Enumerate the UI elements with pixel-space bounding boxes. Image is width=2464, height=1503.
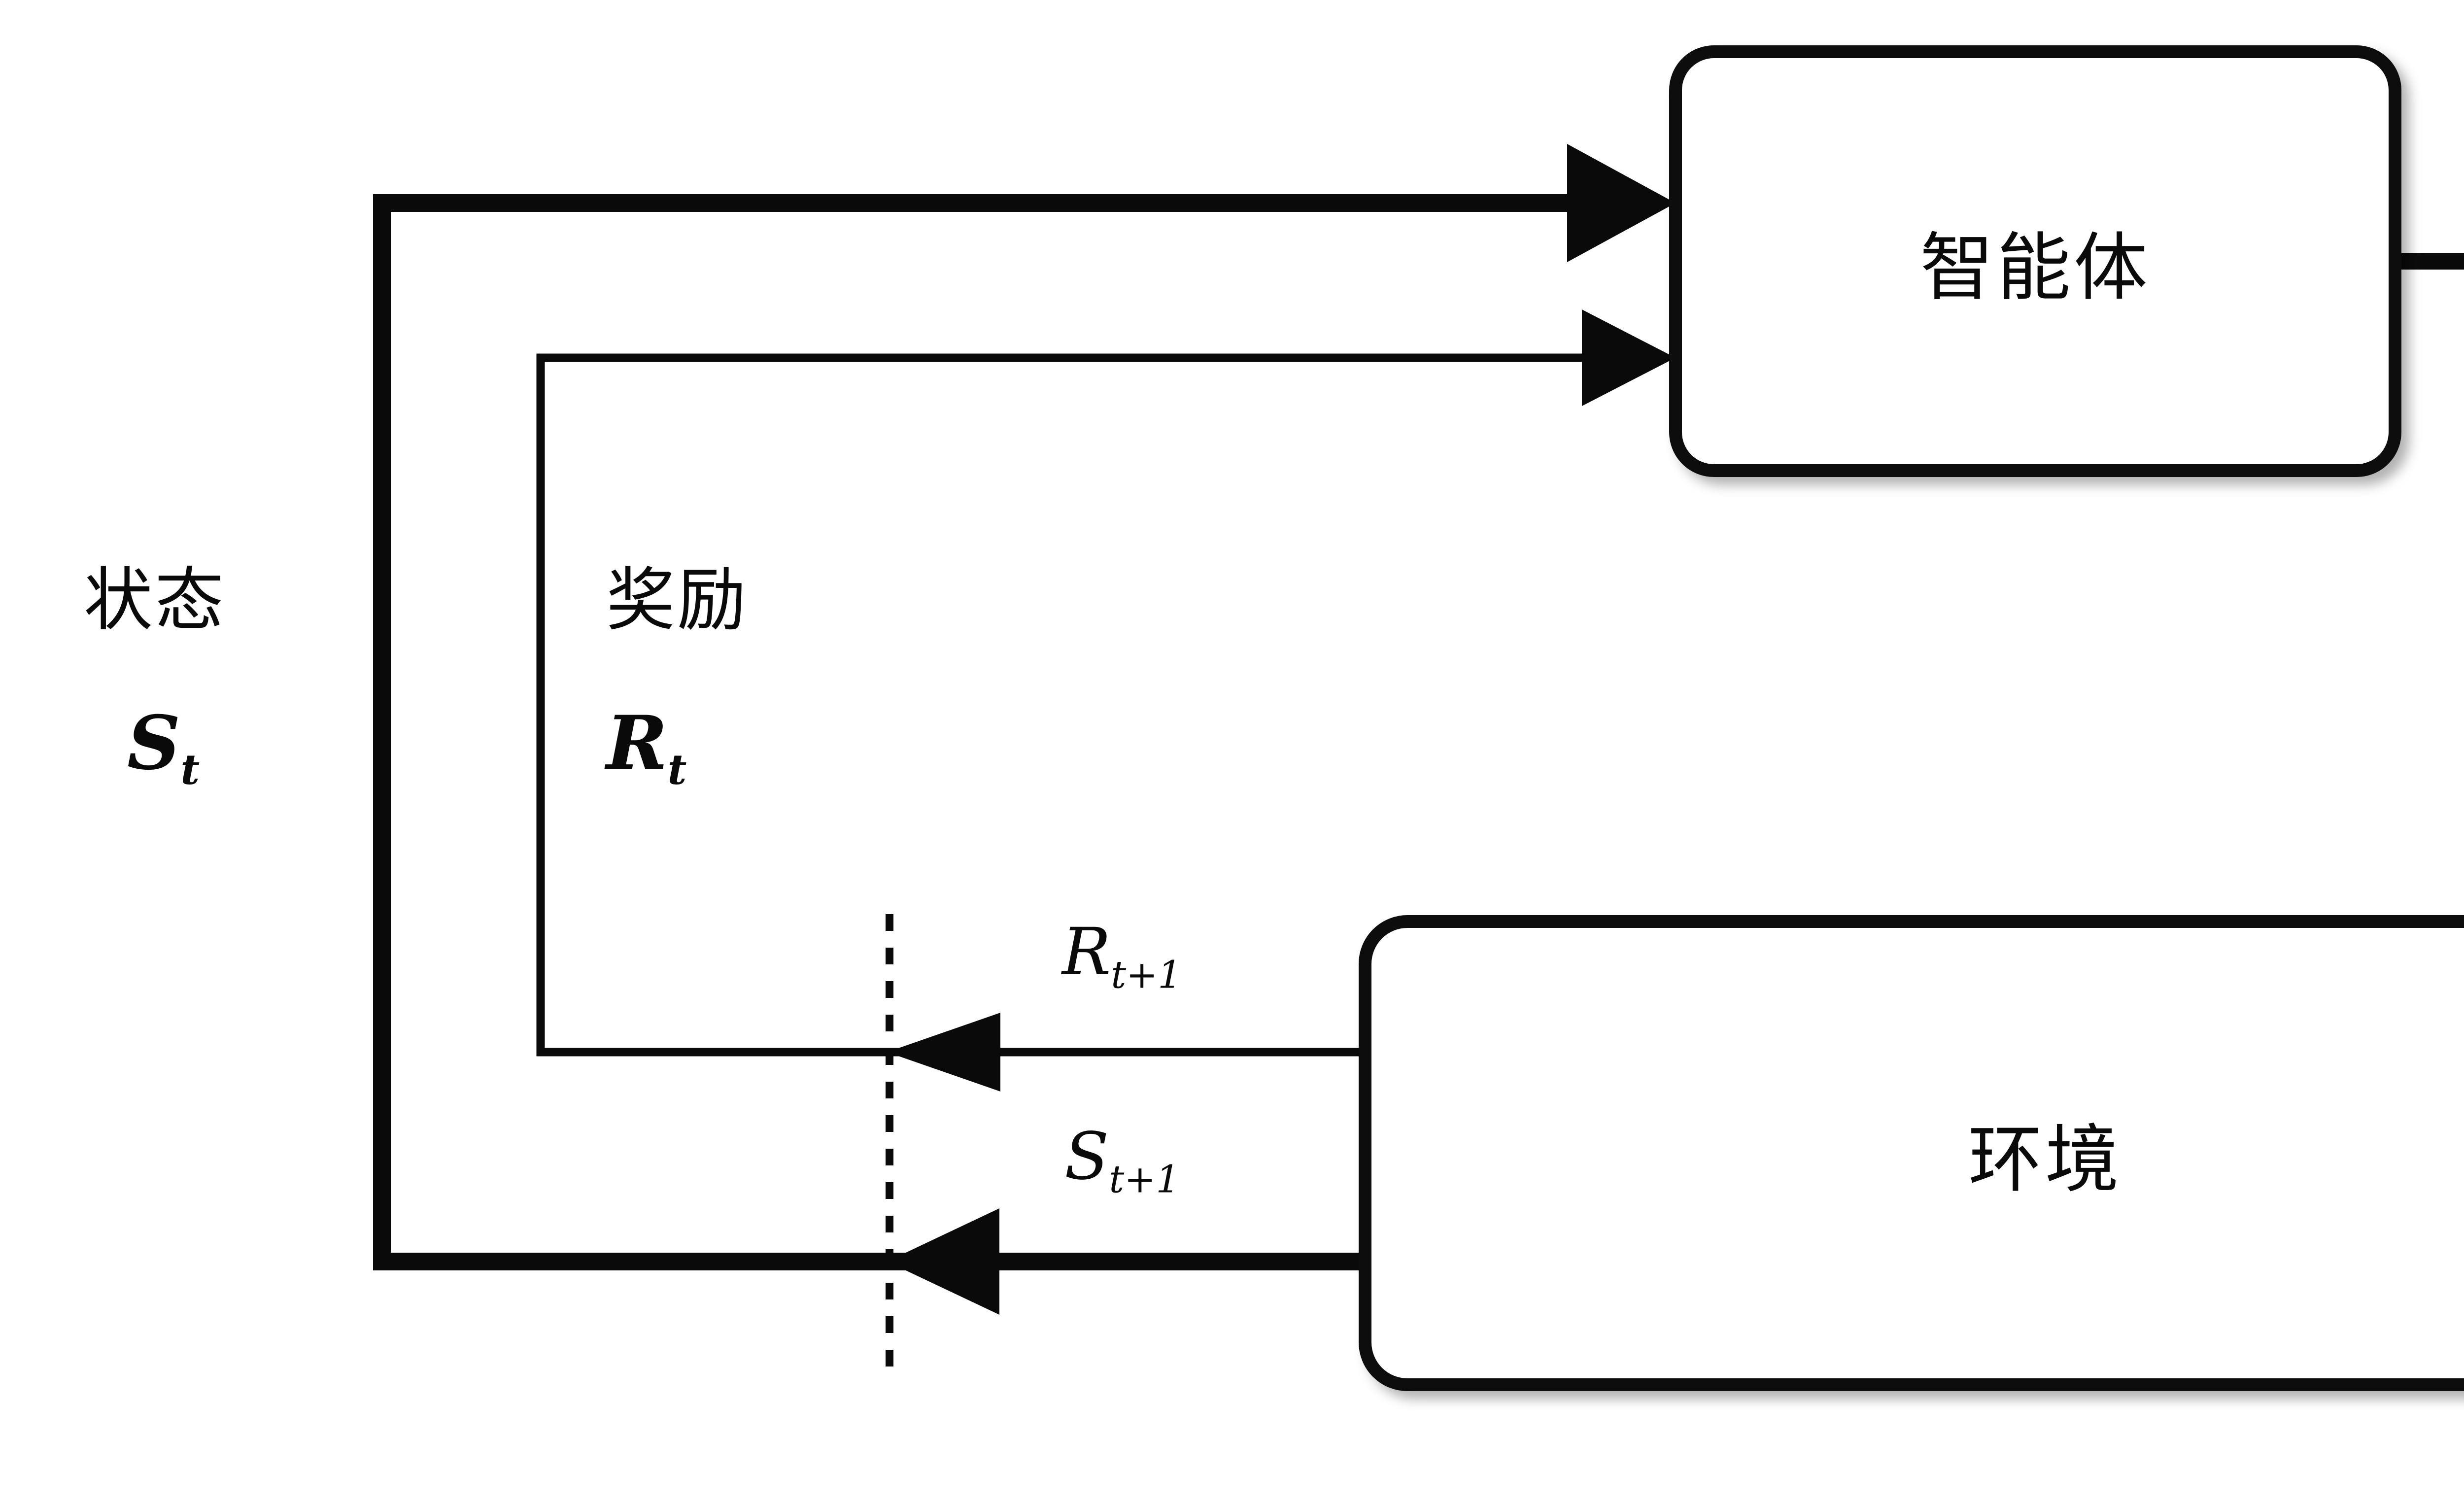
reward-next-symbol: R	[1062, 914, 1111, 990]
state-subscript: t	[180, 745, 200, 794]
environment-box	[1359, 915, 2464, 1391]
reward-symbol-label: Rt	[606, 700, 686, 794]
state-symbol-label: St	[127, 700, 200, 794]
reward-next-symbol-label: Rt+1	[1062, 914, 1182, 997]
state-next-symbol: S	[1064, 1119, 1109, 1195]
agent-box-label: 智能体	[1919, 225, 2151, 311]
edge-reward	[536, 309, 1676, 1092]
edge-state	[373, 144, 1676, 1315]
state-next-subscript: t+1	[1109, 1158, 1180, 1202]
reward-next-subscript: t+1	[1111, 953, 1182, 997]
state-symbol: S	[127, 700, 181, 786]
reward-name-label: 奖励	[606, 560, 749, 641]
state-next-symbol-label: St+1	[1064, 1119, 1180, 1201]
agent-box	[1669, 45, 2401, 477]
environment-box-label: 环境	[1968, 1117, 2122, 1203]
reward-subscript: t	[667, 745, 687, 794]
state-name-label: 状态	[84, 560, 226, 641]
reward-symbol: R	[606, 700, 668, 786]
